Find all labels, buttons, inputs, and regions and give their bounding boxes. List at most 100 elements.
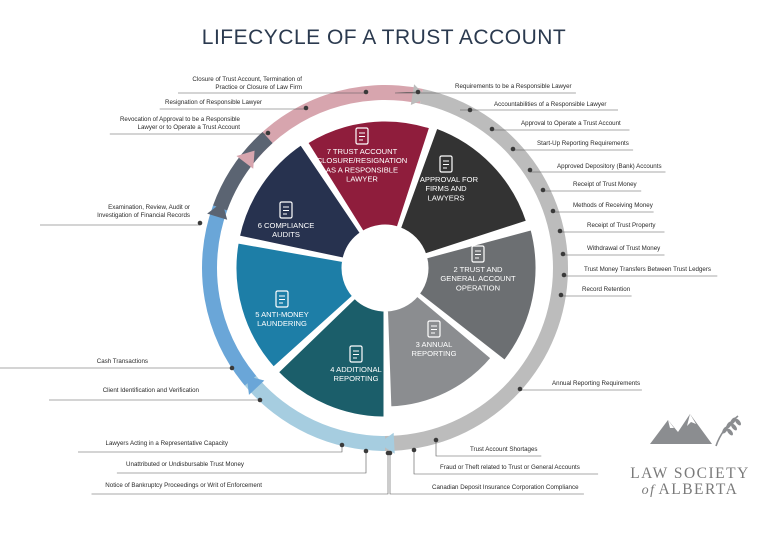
annotation-dot-icon bbox=[560, 251, 566, 257]
annotation: Resignation of Responsible Lawyer bbox=[159, 99, 309, 111]
annotation: Client Identification and Verification bbox=[49, 387, 263, 403]
annotation-text: Annual Reporting Requirements bbox=[552, 380, 640, 387]
annotation-text: Receipt of Trust Property bbox=[587, 222, 656, 229]
leader-line bbox=[78, 445, 343, 453]
segment-label-line: 5 ANTI-MONEY bbox=[255, 310, 309, 319]
annotation: Withdrawal of Trust Money bbox=[560, 245, 665, 257]
leader-line bbox=[512, 149, 634, 151]
annotation: Start-Up Reporting Requirements bbox=[510, 140, 634, 152]
annotation-line: Client Identification and Verification bbox=[103, 387, 200, 394]
annotation-dot-icon bbox=[561, 272, 567, 278]
annotation: Revocation of Approval to be a Responsib… bbox=[109, 116, 271, 136]
leader-line bbox=[519, 389, 642, 391]
annotation-line: Trust Account Shortages bbox=[470, 446, 538, 453]
annotation: Canadian Deposit Insurance Corporation C… bbox=[387, 450, 584, 495]
annotation: Requirements to be a Responsible Lawyer bbox=[394, 83, 576, 95]
annotation-dot-icon bbox=[517, 386, 523, 392]
segment-label-line: GENERAL ACCOUNT bbox=[440, 274, 516, 283]
ring-arrow-icon bbox=[378, 432, 395, 454]
leader-line bbox=[116, 451, 367, 474]
segment-label-line: LAWYER bbox=[346, 175, 378, 184]
leader-line bbox=[435, 440, 542, 457]
segment-label-line: REPORTING bbox=[333, 374, 378, 383]
center-hole bbox=[343, 226, 427, 310]
segment-label-line: OPERATION bbox=[456, 283, 500, 292]
segment-label-line: 7 TRUST ACCOUNT bbox=[327, 147, 398, 156]
ring-arc-audit bbox=[213, 132, 273, 211]
segment-label-line: 4 ADDITIONAL bbox=[330, 365, 381, 374]
annotation-text: Client Identification and Verification bbox=[103, 387, 200, 394]
annotation-text: Canadian Deposit Insurance Corporation C… bbox=[432, 484, 579, 491]
logo-line-2: ALBERTA bbox=[658, 481, 739, 499]
annotation-line: Examination, Review, Audit or bbox=[108, 204, 190, 211]
ring-arrow-icon bbox=[236, 150, 255, 169]
segment-label-line: LAWYERS bbox=[428, 193, 465, 202]
leader-line bbox=[159, 108, 307, 110]
annotation-line: Unattributed or Undisbursable Trust Mone… bbox=[126, 461, 245, 468]
segment-label-line: 6 COMPLIANCE bbox=[258, 221, 315, 230]
annotation-line: Requirements to be a Responsible Lawyer bbox=[455, 83, 572, 90]
annotation-line: Receipt of Trust Property bbox=[587, 222, 656, 229]
annotation-line: Methods of Receiving Money bbox=[573, 202, 654, 209]
annotation-text: Accountabilities of a Responsible Lawyer bbox=[494, 101, 606, 108]
annotation: Trust Money Transfers Between Trust Ledg… bbox=[561, 266, 718, 278]
leader-line bbox=[562, 254, 665, 256]
annotation-dot-icon bbox=[557, 228, 563, 234]
segment-label-line: LAUNDERING bbox=[257, 319, 307, 328]
annotation-line: Investigation of Financial Records bbox=[97, 212, 190, 219]
annotation: Annual Reporting Requirements bbox=[517, 380, 642, 392]
annotation-dot-icon bbox=[467, 107, 473, 113]
annotation-line: Revocation of Approval to be a Responsib… bbox=[120, 116, 241, 123]
annotation-line: Withdrawal of Trust Money bbox=[587, 245, 661, 252]
ring-arrow-icon bbox=[207, 202, 228, 220]
annotation-text: Cash Transactions bbox=[97, 358, 148, 365]
segment-label-line: REPORTING bbox=[411, 349, 456, 358]
annotation-line: Resignation of Responsible Lawyer bbox=[165, 99, 262, 106]
annotation-line: Receipt of Trust Money bbox=[573, 181, 638, 188]
annotation: Unattributed or Undisbursable Trust Mone… bbox=[116, 448, 369, 474]
cheque-bank-icon bbox=[471, 245, 485, 263]
documents-pen-icon bbox=[349, 345, 363, 363]
annotation-dot-icon bbox=[197, 220, 203, 226]
segment-label-line: FIRMS AND bbox=[425, 184, 467, 193]
annotation-text: Record Retention bbox=[582, 286, 631, 293]
money-coins-icon bbox=[275, 290, 289, 308]
annotation: Approval to Operate a Trust Account bbox=[489, 120, 630, 132]
leader-line bbox=[91, 453, 389, 495]
annotation-text: Closure of Trust Account, Termination of… bbox=[192, 76, 302, 91]
annotation-line: Practice or Closure of Law Firm bbox=[215, 84, 302, 91]
ring-arrow-icon bbox=[410, 84, 428, 106]
annotation-dot-icon bbox=[387, 450, 393, 456]
annotation-dot-icon bbox=[339, 442, 345, 448]
annotation-text: Requirements to be a Responsible Lawyer bbox=[455, 83, 572, 90]
annotation-text: Approved Depository (Bank) Accounts bbox=[557, 163, 662, 170]
annotation: Lawyers Acting in a Representative Capac… bbox=[78, 440, 345, 453]
leader-line bbox=[552, 211, 654, 213]
annotation: Approved Depository (Bank) Accounts bbox=[527, 163, 666, 173]
annotation: Notice of Bankruptcy Proceedings or Writ… bbox=[91, 450, 391, 495]
leader-line bbox=[40, 223, 201, 226]
annotation-line: Closure of Trust Account, Termination of bbox=[192, 76, 302, 83]
annotation-text: Notice of Bankruptcy Proceedings or Writ… bbox=[105, 482, 262, 489]
calculator-icon bbox=[427, 320, 441, 338]
annotation-line: Trust Money Transfers Between Trust Ledg… bbox=[584, 266, 711, 273]
page-title: LIFECYCLE OF A TRUST ACCOUNT bbox=[201, 26, 567, 49]
annotation-text: Start-Up Reporting Requirements bbox=[537, 140, 629, 147]
annotation-dot-icon bbox=[540, 187, 546, 193]
annotation-dot-icon bbox=[265, 130, 271, 136]
annotation-line: Record Retention bbox=[582, 286, 631, 293]
annotation-dot-icon bbox=[527, 167, 533, 173]
law-society-logo-icon bbox=[650, 414, 741, 447]
annotation-dot-icon bbox=[558, 292, 564, 298]
annotation: Methods of Receiving Money bbox=[550, 202, 654, 214]
annotation-text: Withdrawal of Trust Money bbox=[587, 245, 661, 252]
annotation-line: Annual Reporting Requirements bbox=[552, 380, 640, 387]
